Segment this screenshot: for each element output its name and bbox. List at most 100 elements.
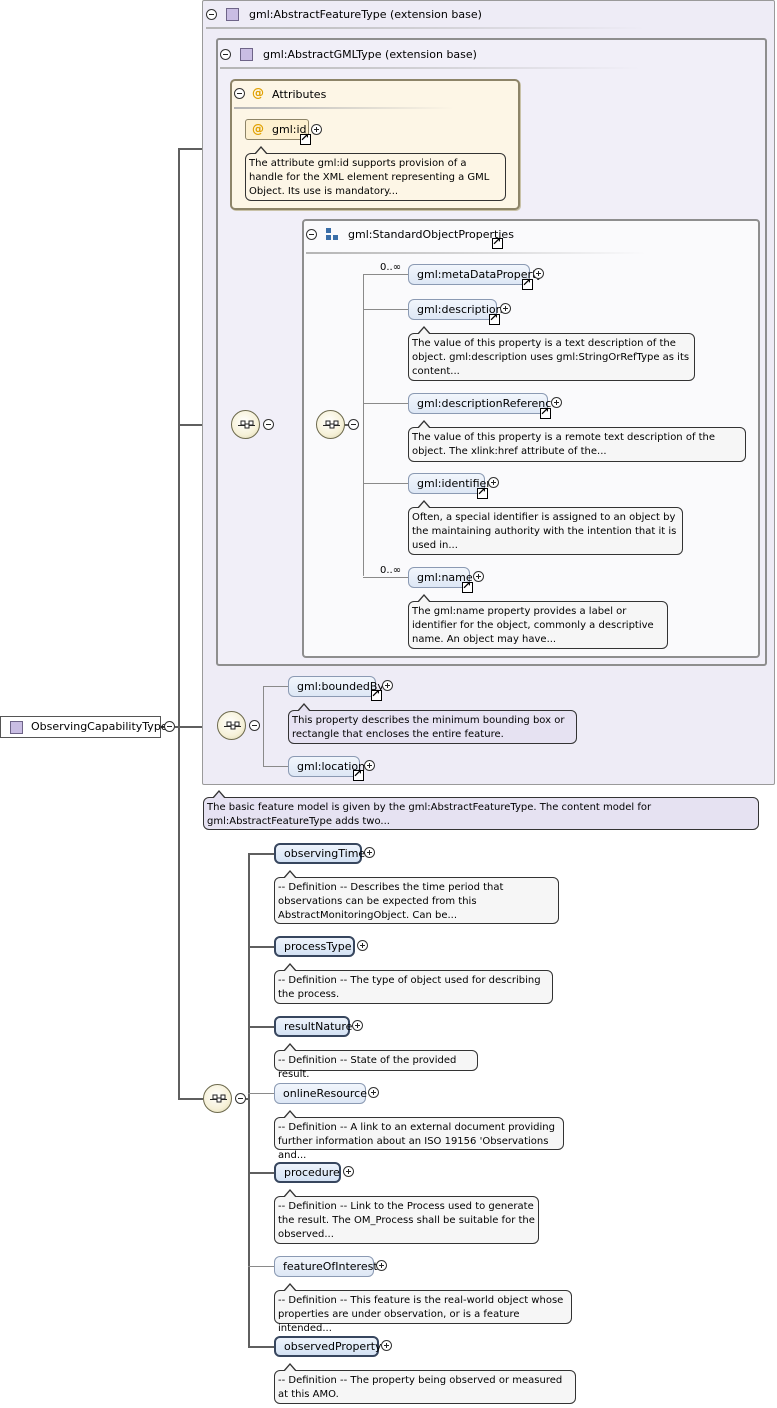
abstract-feature-doc: The basic feature model is given by the … bbox=[203, 790, 759, 830]
complex-type-icon bbox=[10, 721, 23, 734]
connector bbox=[175, 726, 217, 728]
processtype-doc: -- Definition -- The type of object used… bbox=[274, 963, 553, 1004]
gml-description-doc: The value of this property is a text des… bbox=[408, 326, 695, 381]
root-complex-type[interactable]: ObservingCapabilityType bbox=[0, 716, 168, 738]
connector bbox=[263, 686, 288, 687]
link-arrow-icon[interactable] bbox=[477, 485, 488, 499]
collapse-icon[interactable] bbox=[235, 1093, 246, 1104]
sequence-icon[interactable] bbox=[203, 1084, 232, 1113]
gml-boundedby-element[interactable]: gml:boundedBy bbox=[288, 676, 384, 697]
connector bbox=[248, 946, 274, 948]
observedproperty-element[interactable]: observedProperty bbox=[274, 1336, 382, 1357]
expand-icon[interactable] bbox=[376, 1260, 387, 1271]
gml-boundedby-doc: This property describes the minimum boun… bbox=[288, 703, 577, 744]
gml-id-attribute[interactable]: @ gml:id bbox=[245, 119, 309, 140]
collapse-icon[interactable] bbox=[206, 9, 217, 20]
link-arrow-icon[interactable] bbox=[462, 579, 473, 593]
connector bbox=[363, 274, 364, 576]
onlineresource-doc: -- Definition -- A link to an external d… bbox=[274, 1110, 564, 1161]
header-divider bbox=[220, 67, 640, 69]
onlineresource-element[interactable]: onlineResource bbox=[274, 1083, 367, 1104]
procedure-element[interactable]: procedure bbox=[274, 1162, 341, 1183]
sequence-icon[interactable] bbox=[231, 410, 260, 439]
sequence-icon[interactable] bbox=[316, 410, 345, 439]
connector bbox=[178, 1098, 203, 1100]
gml-metadataproperty-element[interactable]: gml:metaDataProperty bbox=[408, 264, 543, 285]
link-arrow-icon[interactable] bbox=[371, 687, 382, 701]
connector bbox=[363, 309, 408, 310]
gml-identifier-doc: Often, a special identifier is assigned … bbox=[408, 500, 683, 555]
expand-icon[interactable] bbox=[311, 124, 322, 135]
expand-icon[interactable] bbox=[473, 571, 484, 582]
header-divider bbox=[206, 27, 646, 29]
resultnature-doc: -- Definition -- State of the provided r… bbox=[274, 1043, 478, 1080]
featureofinterest-element[interactable]: featureOfInterest bbox=[274, 1256, 378, 1277]
gml-name-element[interactable]: gml:name bbox=[408, 567, 473, 588]
connector bbox=[248, 1172, 274, 1174]
link-arrow-icon[interactable] bbox=[540, 405, 551, 419]
sequence-icon[interactable] bbox=[217, 711, 246, 740]
gml-descriptionreference-element[interactable]: gml:descriptionReference bbox=[408, 393, 558, 414]
link-arrow-icon[interactable] bbox=[489, 311, 500, 325]
observedproperty-doc: -- Definition -- The property being obse… bbox=[274, 1363, 576, 1404]
gml-description-element[interactable]: gml:description bbox=[408, 299, 503, 320]
expand-icon[interactable] bbox=[343, 1166, 354, 1177]
observingtime-element[interactable]: observingTime bbox=[274, 843, 365, 864]
expand-icon[interactable] bbox=[382, 680, 393, 691]
gml-identifier-element[interactable]: gml:identifier bbox=[408, 473, 491, 494]
expand-icon[interactable] bbox=[352, 1020, 363, 1031]
complex-type-icon bbox=[226, 8, 239, 21]
collapse-icon[interactable] bbox=[249, 720, 260, 731]
collapse-icon[interactable] bbox=[263, 419, 274, 430]
connector bbox=[248, 853, 250, 1348]
gml-id-label: gml:id bbox=[272, 123, 307, 136]
gml-id-doc: The attribute gml:id supports provision … bbox=[245, 146, 506, 201]
header-divider bbox=[306, 252, 646, 254]
connector bbox=[246, 1098, 249, 1100]
connector bbox=[248, 1093, 274, 1094]
link-arrow-icon[interactable] bbox=[522, 276, 533, 290]
abstract-feature-title: gml:AbstractFeatureType (extension base) bbox=[249, 8, 482, 21]
complex-type-icon bbox=[240, 48, 253, 61]
expand-icon[interactable] bbox=[488, 477, 499, 488]
procedure-doc: -- Definition -- Link to the Process use… bbox=[274, 1189, 539, 1244]
root-label: ObservingCapabilityType bbox=[31, 720, 168, 733]
expand-icon[interactable] bbox=[533, 268, 544, 279]
attribute-icon: @ bbox=[252, 86, 264, 100]
expand-icon[interactable] bbox=[357, 940, 368, 951]
abstract-gml-title: gml:AbstractGMLType (extension base) bbox=[263, 48, 477, 61]
collapse-icon[interactable] bbox=[220, 49, 231, 60]
collapse-icon[interactable] bbox=[234, 88, 245, 99]
expand-icon[interactable] bbox=[364, 760, 375, 771]
gml-name-doc: The gml:name property provides a label o… bbox=[408, 594, 668, 649]
gml-descriptionreference-doc: The value of this property is a remote t… bbox=[408, 420, 746, 462]
header-divider bbox=[234, 107, 454, 109]
connector bbox=[248, 853, 274, 855]
expand-icon[interactable] bbox=[551, 397, 562, 408]
connector bbox=[263, 686, 264, 766]
collapse-icon[interactable] bbox=[348, 419, 359, 430]
expand-icon[interactable] bbox=[364, 847, 375, 858]
connector bbox=[178, 148, 180, 1100]
resultnature-element[interactable]: resultNature bbox=[274, 1016, 352, 1037]
group-icon bbox=[326, 228, 338, 240]
cardinality-label: 0..∞ bbox=[380, 262, 402, 273]
connector bbox=[363, 483, 408, 484]
expand-icon[interactable] bbox=[368, 1087, 379, 1098]
processtype-element[interactable]: processType bbox=[274, 936, 355, 957]
link-arrow-icon[interactable] bbox=[492, 235, 503, 249]
collapse-icon[interactable] bbox=[164, 721, 175, 732]
gml-location-element[interactable]: gml:location bbox=[288, 756, 365, 777]
link-arrow-icon[interactable] bbox=[353, 767, 364, 781]
connector bbox=[248, 1026, 274, 1028]
connector bbox=[263, 766, 288, 767]
connector bbox=[363, 403, 408, 404]
attribute-icon: @ bbox=[252, 122, 264, 136]
collapse-icon[interactable] bbox=[306, 229, 317, 240]
link-arrow-icon[interactable] bbox=[300, 131, 311, 145]
connector bbox=[248, 1346, 274, 1348]
featureofinterest-doc: -- Definition -- This feature is the rea… bbox=[274, 1283, 572, 1334]
expand-icon[interactable] bbox=[500, 303, 511, 314]
observingtime-doc: -- Definition -- Describes the time peri… bbox=[274, 870, 559, 924]
expand-icon[interactable] bbox=[381, 1340, 392, 1351]
